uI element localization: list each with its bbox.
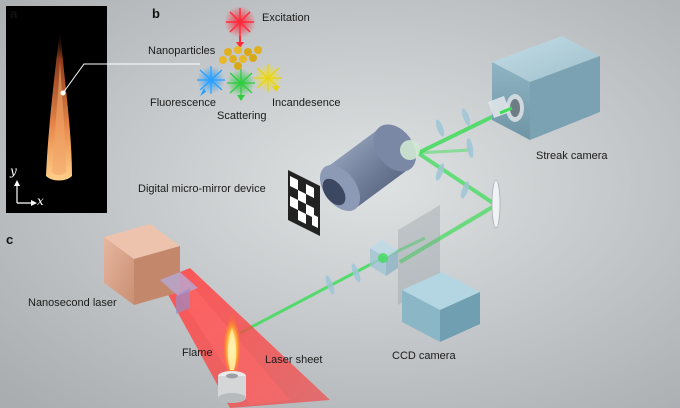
streak-camera <box>488 36 600 140</box>
nanoparticles-label: Nanoparticles <box>148 45 216 57</box>
fold-mirror <box>491 179 501 229</box>
streak-camera-label: Streak camera <box>536 150 608 162</box>
flame-label: Flame <box>182 347 213 359</box>
scattering-label: Scattering <box>217 110 267 122</box>
nanosecond-laser-label: Nanosecond laser <box>28 297 117 309</box>
leader-line <box>60 63 200 96</box>
ccd-camera-label: CCD camera <box>392 350 456 362</box>
ccd-camera <box>402 272 480 342</box>
incandesence-label: Incandesence <box>272 97 341 109</box>
dmd-label: Digital micro-mirror device <box>138 183 266 195</box>
laser-sheet-label: Laser sheet <box>265 354 323 366</box>
panel-a-flame-image <box>6 6 107 213</box>
nanosecond-laser-box <box>104 224 198 314</box>
excitation-label: Excitation <box>262 12 310 24</box>
y-axis-label: y <box>10 164 17 178</box>
panel-label-c: c <box>6 232 14 247</box>
panel-label-a: a <box>10 6 18 21</box>
flame-burner <box>218 312 246 403</box>
nanoparticles-cluster <box>219 46 262 70</box>
emission-schematic <box>197 6 282 101</box>
dmd-checkerboard <box>288 170 320 236</box>
small-lenses <box>325 108 474 295</box>
objective-lens <box>319 124 420 212</box>
green-beam-paths <box>239 111 501 335</box>
fluorescence-label: Fluorescence <box>150 97 217 109</box>
panel-label-b: b <box>152 6 160 21</box>
x-axis-label: x <box>37 194 44 208</box>
